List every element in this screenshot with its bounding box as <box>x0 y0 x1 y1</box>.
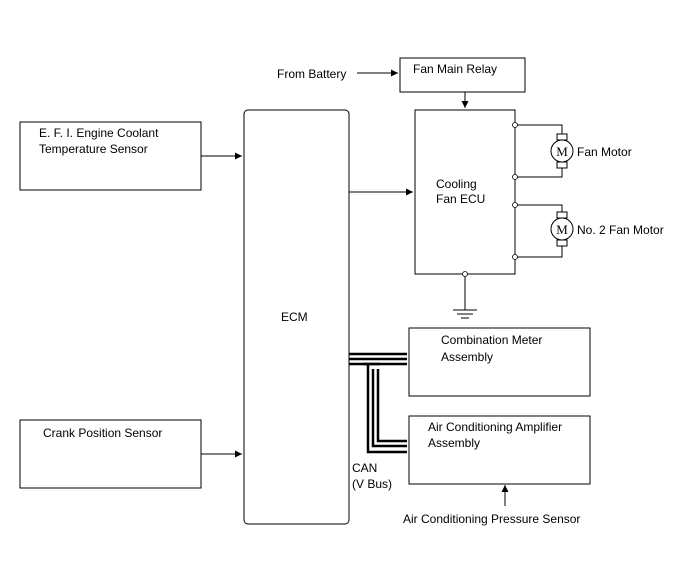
ac-amplifier-label-line1: Air Conditioning Amplifier <box>428 420 562 434</box>
can-bus-label-line1: CAN <box>352 461 377 475</box>
combination-meter-block: Combination Meter Assembly <box>408 327 591 397</box>
cooling-fan-ecu-label-line1: Cooling <box>436 177 477 191</box>
combination-meter-box <box>408 327 591 397</box>
can-bus-label-line2: (V Bus) <box>352 477 392 491</box>
terminal-dot <box>512 254 518 260</box>
no2-fan-motor-icon <box>550 217 574 241</box>
ground-terminal-dot <box>462 271 468 277</box>
no2-fan-motor-brush-top <box>556 211 568 219</box>
no2-fan-motor-wire-top <box>515 204 563 218</box>
no2-fan-motor-symbol: M <box>556 222 568 237</box>
ac-amplifier-block: Air Conditioning Amplifier Assembly <box>408 415 591 485</box>
terminal-dot <box>512 122 518 128</box>
combination-meter-label-line2: Assembly <box>441 350 493 364</box>
efi-coolant-sensor-label-line2: Temperature Sensor <box>39 142 148 156</box>
fan-motor-icon <box>550 139 574 163</box>
fan-motor-wire-bottom <box>515 162 563 178</box>
crank-position-sensor-block: Crank Position Sensor <box>19 419 202 489</box>
combination-meter-label-line1: Combination Meter <box>441 333 542 347</box>
terminal-dot <box>512 174 518 180</box>
crank-position-sensor-box <box>19 419 202 489</box>
terminal-dot <box>512 202 518 208</box>
no2-fan-motor-label: No. 2 Fan Motor <box>577 223 664 237</box>
fan-main-relay-box <box>399 57 526 93</box>
no2-fan-motor-wire-bottom <box>515 240 563 258</box>
ac-amplifier-box <box>408 415 591 485</box>
efi-coolant-sensor-box <box>19 121 202 191</box>
ecm-box <box>243 109 350 525</box>
cooling-fan-ecu-box <box>414 109 516 275</box>
fan-main-relay-block: Fan Main Relay <box>399 57 526 93</box>
from-battery-label: From Battery <box>277 67 346 81</box>
ecm-block: ECM <box>243 109 350 525</box>
efi-coolant-sensor-block: E. F. I. Engine Coolant Temperature Sens… <box>19 121 202 191</box>
no2-fan-motor-brush-bottom <box>556 239 568 247</box>
cooling-fan-ecu-block: Cooling Fan ECU <box>414 109 516 275</box>
ecm-label: ECM <box>281 310 308 324</box>
fan-motor-label: Fan Motor <box>577 145 632 159</box>
cooling-fan-ecu-label-line2: Fan ECU <box>436 192 485 206</box>
ground-icon <box>453 274 477 319</box>
efi-coolant-sensor-label-line1: E. F. I. Engine Coolant <box>39 126 159 140</box>
ac-amplifier-label-line2: Assembly <box>428 436 480 450</box>
ac-pressure-sensor-label: Air Conditioning Pressure Sensor <box>403 512 580 526</box>
fan-motor-wire-top <box>515 124 563 140</box>
fan-main-relay-label: Fan Main Relay <box>413 62 497 76</box>
fan-motor-symbol: M <box>556 144 568 159</box>
crank-position-sensor-label: Crank Position Sensor <box>43 426 162 440</box>
fan-motor-brush-top <box>556 133 568 141</box>
fan-motor-brush-bottom <box>556 161 568 169</box>
can-bus-lines <box>349 352 407 454</box>
